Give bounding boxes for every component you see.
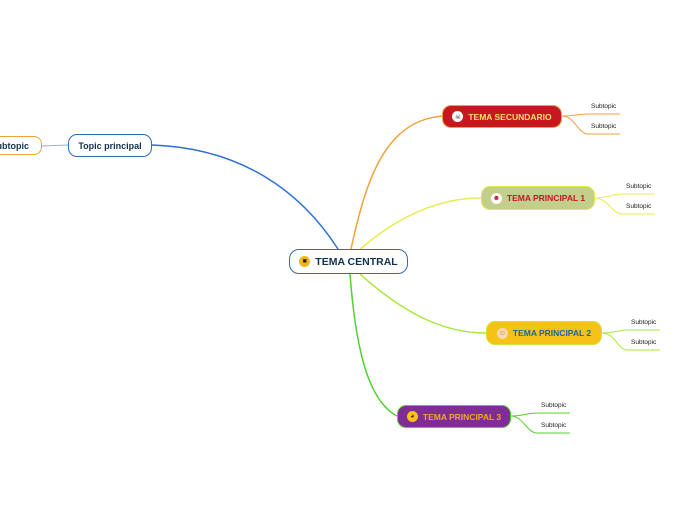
link-secundario-sub-1 [561, 113, 620, 117]
subtopic-node[interactable]: Subtopic [541, 402, 567, 409]
cat-face-icon: ◕ [406, 411, 418, 422]
central-topic-node[interactable]: ■ TEMA CENTRAL [289, 249, 408, 274]
topic-principal-node[interactable]: Topic principal [68, 134, 152, 157]
link-central-topic-principal [151, 144, 339, 250]
link-principal-1-sub-1 [594, 193, 655, 199]
sunglasses-face-icon: ■ [299, 256, 311, 267]
link-principal-3-sub-1 [510, 412, 570, 417]
link-central-secundario [350, 115, 444, 250]
branch-tema-principal-1[interactable]: ☻ TEMA PRINCIPAL 1 [481, 186, 595, 210]
clown-face-icon: ☻ [490, 192, 502, 204]
subtopic-node[interactable]: Subtopic [631, 339, 657, 346]
subtopic-node[interactable]: Subtopic [626, 183, 652, 190]
branch-label: TEMA PRINCIPAL 1 [506, 193, 586, 203]
subtopic-node[interactable]: Subtopic [591, 123, 617, 130]
branch-tema-secundario[interactable]: ☠ TEMA SECUNDARIO [442, 105, 562, 128]
link-secundario-sub-2 [561, 115, 620, 135]
subtopic-node[interactable]: Subtopic [626, 203, 652, 210]
link-principal-2-sub-1 [601, 329, 660, 334]
skull-icon: ☠ [452, 111, 464, 122]
branch-label: TEMA PRINCIPAL 2 [512, 328, 592, 338]
link-central-principal-2 [359, 273, 487, 334]
topic-principal-label: Topic principal [78, 140, 142, 151]
link-principal-2-sub-2 [601, 332, 660, 351]
branch-tema-principal-3[interactable]: ◕ TEMA PRINCIPAL 3 [397, 405, 511, 428]
subtopic-node[interactable]: Subtopic [541, 422, 567, 429]
central-topic-label: TEMA CENTRAL [315, 255, 398, 268]
subtopic-node[interactable]: Subtopic [631, 319, 657, 326]
branch-tema-principal-2[interactable]: ☺ TEMA PRINCIPAL 2 [486, 321, 602, 345]
branch-label: TEMA SECUNDARIO [468, 111, 552, 122]
baby-face-icon: ☺ [496, 327, 508, 339]
link-central-principal-1 [359, 197, 482, 250]
left-subtopic-label: Subtopic [0, 140, 29, 151]
branch-label: TEMA PRINCIPAL 3 [422, 411, 502, 422]
subtopic-node[interactable]: Subtopic [591, 103, 617, 110]
link-topic-principal-subtopic [41, 144, 69, 147]
link-principal-1-sub-2 [594, 197, 655, 215]
link-principal-3-sub-2 [510, 415, 570, 434]
left-subtopic-node[interactable]: Subtopic [0, 136, 42, 155]
link-central-principal-3 [349, 273, 398, 417]
